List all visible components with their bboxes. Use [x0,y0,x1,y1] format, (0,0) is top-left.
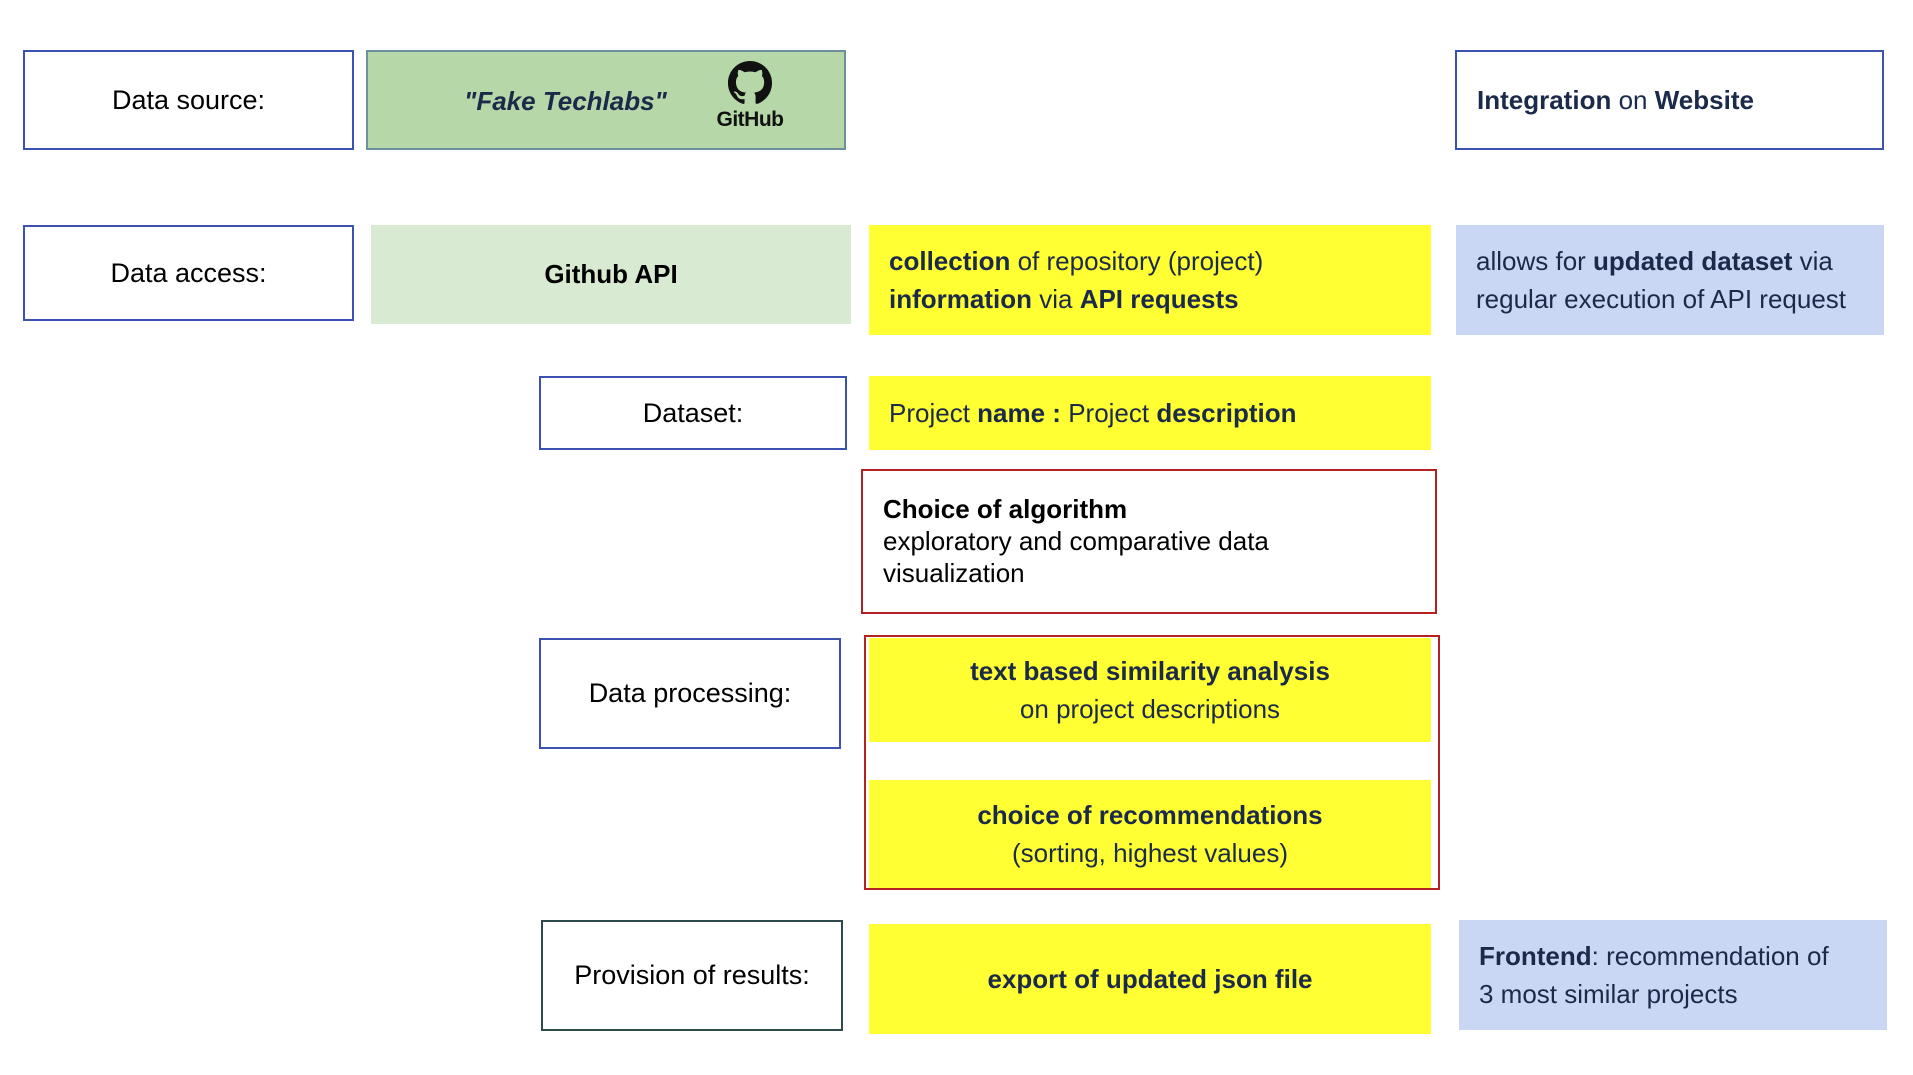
stage-label-data-processing: Data processing: [539,638,841,749]
dataset-text-1: Project [889,397,978,428]
collection-bold: collection [889,246,1011,276]
update-note-box: allows for updated dataset via regular e… [1456,225,1884,335]
github-api-box: Github API [371,225,851,324]
via-text: via [1032,284,1080,314]
dataset-box: Project name : Project description [869,376,1431,450]
stage-label-data-source: Data source: [23,50,354,150]
api-requests-bold: API requests [1079,284,1239,314]
stage-label-text: Dataset: [642,397,744,428]
stage-label-dataset: Dataset: [539,376,847,450]
stage-label-text: Data processing: [588,678,792,708]
integration-bold-1: Integration [1477,84,1612,115]
recommendation-title: choice of recommendations [977,800,1323,830]
stage-label-text: Provision of results: [574,960,810,990]
integration-text: on [1611,84,1655,115]
frontend-bold: Frontend [1479,941,1592,971]
stage-label-text: Data access: [110,257,267,288]
similarity-box: text based similarity analysis on projec… [869,638,1431,742]
github-logo: GitHub [714,60,786,138]
export-box: export of updated json file [869,924,1431,1034]
github-octocat-icon [727,60,773,104]
note-text-1: allows for [1476,246,1594,276]
recommendation-box: choice of recommendations (sorting, high… [869,780,1431,888]
recommendation-subtitle: (sorting, highest values) [1011,838,1289,868]
information-bold: information [889,284,1032,314]
algorithm-box: Choice of algorithm exploratory and comp… [861,469,1437,614]
dataset-name-bold: name : [977,397,1061,428]
collection-text: of repository (project) [1010,246,1264,276]
frontend-text: : recommendation of [1591,941,1829,971]
stage-label-text: Data source: [111,84,266,115]
data-source-box: "Fake Techlabs" GitHub [366,50,846,150]
updated-dataset-bold: updated dataset [1593,246,1793,276]
frontend-line-2: 3 most similar projects [1479,979,1738,1009]
similarity-subtitle: on project descriptions [1019,694,1281,724]
algorithm-line-1: exploratory and comparative data [883,526,1269,556]
integration-box: Integration on Website [1455,50,1884,150]
algorithm-line-2: visualization [883,558,1025,588]
stage-label-provision: Provision of results: [541,920,843,1031]
dataset-description-bold: description [1156,397,1297,428]
note-text-2: via [1792,246,1833,276]
github-logo-text: GitHub [716,108,784,131]
dataset-text-2: Project [1060,397,1157,428]
stage-label-data-access: Data access: [23,225,354,321]
similarity-title: text based similarity analysis [970,656,1330,686]
github-api-label: Github API [544,259,678,289]
integration-bold-2: Website [1654,84,1754,115]
export-label: export of updated json file [987,963,1313,994]
frontend-box: Frontend: recommendation of 3 most simil… [1459,920,1887,1030]
algorithm-title: Choice of algorithm [883,494,1128,524]
note-line-2: regular execution of API request [1476,284,1847,314]
source-name: "Fake Techlabs" [464,86,667,116]
processing-group [864,635,1440,890]
collection-box: collection of repository (project) infor… [869,225,1431,335]
